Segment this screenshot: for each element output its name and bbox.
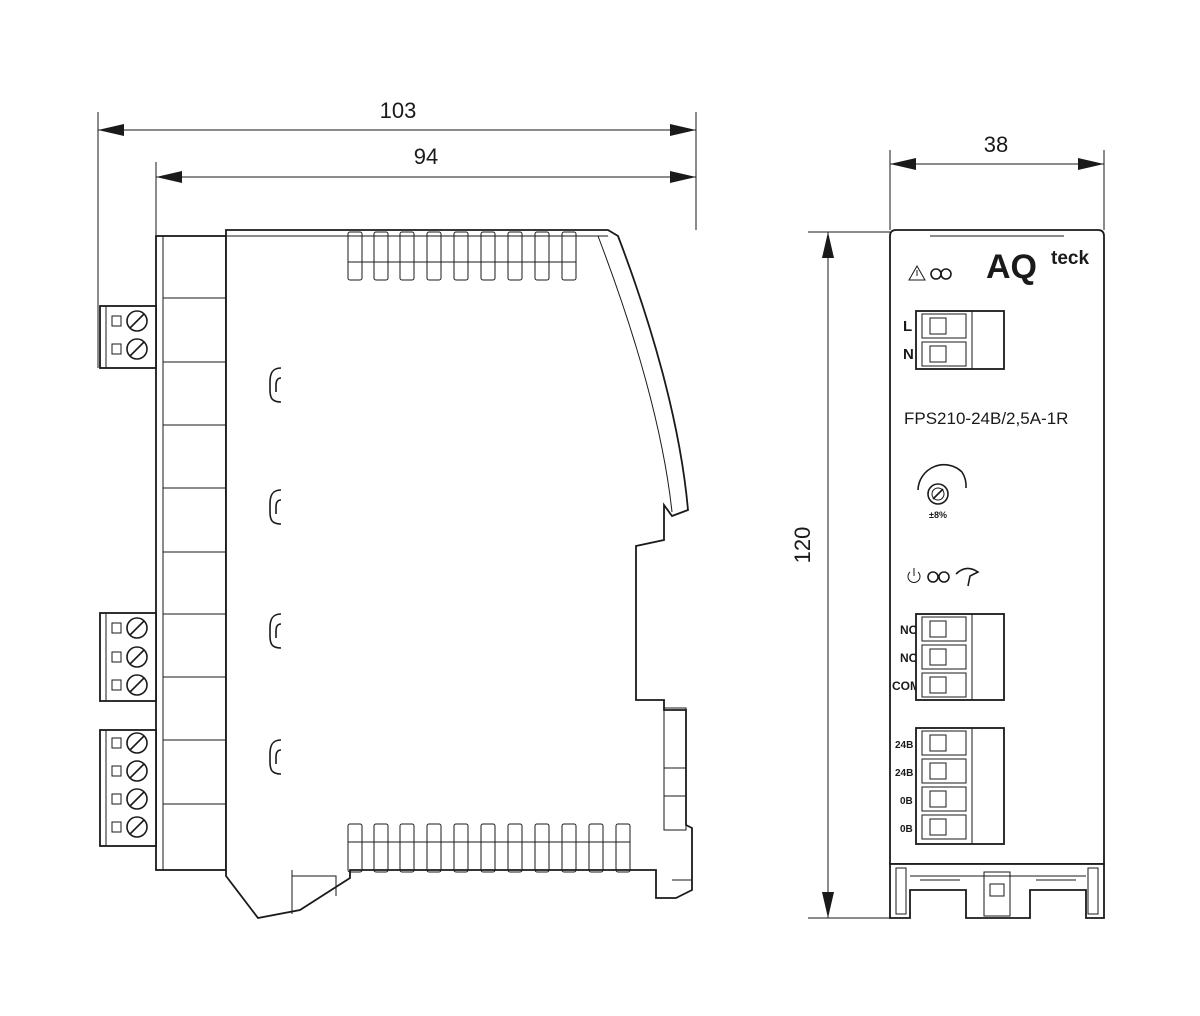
dimension-label-94: 94	[414, 144, 438, 169]
terminal-block-relay-side	[99, 612, 157, 702]
terminal-label-24b-2: 24B	[895, 768, 913, 779]
brand-prefix: AQ	[986, 248, 1037, 286]
dimension-body-depth: 94	[155, 144, 696, 236]
dimension-width: 38	[889, 132, 1105, 230]
warning-icon	[908, 264, 926, 281]
terminal-block-input-side	[99, 305, 157, 369]
dimension-label-120: 120	[790, 527, 815, 564]
dimension-label-38: 38	[984, 132, 1008, 157]
model-label: FPS210-24B/2,5A-1R	[904, 409, 1068, 428]
side-view	[99, 229, 693, 919]
front-view: AQ teck L N FPS210-24B/2,5A-1R	[889, 229, 1105, 919]
terminal-label-0b-1: 0B	[900, 796, 913, 807]
brand-suffix: teck	[1051, 248, 1089, 269]
terminal-label-n: N	[903, 346, 914, 363]
housing-side	[225, 229, 693, 919]
potentiometer-icon[interactable]	[917, 463, 967, 505]
led-pair-status-icon	[927, 571, 950, 583]
bottom-vents	[347, 823, 631, 873]
front-strip	[155, 235, 227, 871]
power-icon	[907, 568, 921, 583]
terminal-label-nc: NC	[900, 623, 918, 637]
led-pair-icon	[930, 268, 952, 280]
terminal-label-l: L	[903, 318, 912, 335]
output-terminal-block[interactable]	[915, 727, 1005, 845]
dimension-label-103: 103	[380, 98, 417, 123]
terminal-label-24b-1: 24B	[895, 740, 913, 751]
relay-icon	[955, 567, 980, 587]
adjust-label: ±8%	[929, 510, 947, 520]
screw-terminal-icon[interactable]	[915, 310, 1005, 370]
terminal-label-com: COM	[892, 679, 920, 693]
relay-terminal-block[interactable]	[915, 613, 1005, 701]
housing-front	[889, 229, 1105, 865]
din-latch	[663, 707, 692, 881]
brand-logo: AQ teck	[986, 248, 1089, 286]
front-fins	[163, 297, 226, 805]
top-vents	[347, 231, 577, 281]
snap-slots	[269, 367, 282, 775]
dimension-overall-depth: 103	[97, 98, 697, 368]
terminal-block-output-side	[99, 729, 157, 847]
din-clip-front	[889, 863, 1105, 919]
terminal-label-0b-2: 0B	[900, 824, 913, 835]
terminal-label-no: NO	[900, 651, 918, 665]
dimension-height: 120	[790, 231, 890, 919]
